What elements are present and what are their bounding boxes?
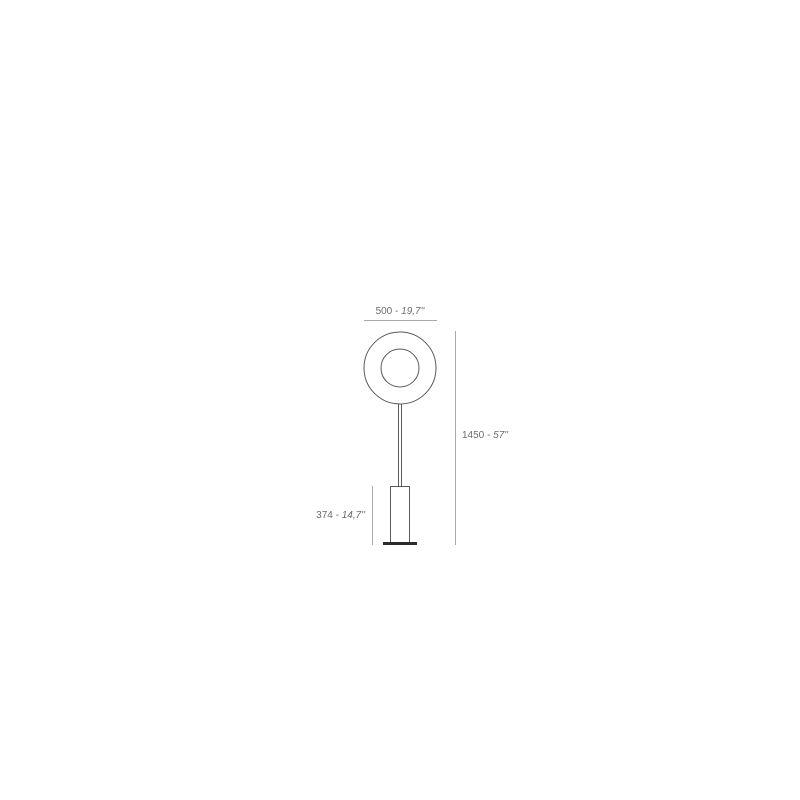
base-height-separator: - bbox=[333, 510, 342, 521]
base-height-metric: 374 bbox=[316, 510, 333, 521]
lamp-base-plate bbox=[383, 542, 417, 545]
width-metric: 500 bbox=[376, 306, 393, 317]
width-dimension: 500 - 19,7'' bbox=[364, 306, 437, 321]
lamp-base-column bbox=[390, 486, 410, 543]
base-height-label: 374 - 14,7'' bbox=[316, 510, 366, 521]
base-height-dimension: 374 - 14,7'' bbox=[316, 486, 373, 545]
base-height-imperial: 14,7'' bbox=[342, 510, 366, 521]
height-label: 1450 - 57'' bbox=[462, 430, 509, 441]
height-separator: - bbox=[484, 430, 493, 441]
lamp-illustration bbox=[363, 331, 437, 545]
width-imperial: 19,7'' bbox=[401, 306, 425, 317]
lamp-shade-outer-ring bbox=[363, 331, 437, 405]
height-metric: 1450 bbox=[462, 430, 485, 441]
width-separator: - bbox=[392, 306, 401, 317]
height-imperial: 57'' bbox=[493, 430, 509, 441]
height-dimension: 1450 - 57'' bbox=[455, 331, 509, 545]
lamp-shade-inner-ring bbox=[380, 348, 420, 388]
width-label: 500 - 19,7'' bbox=[376, 306, 426, 317]
